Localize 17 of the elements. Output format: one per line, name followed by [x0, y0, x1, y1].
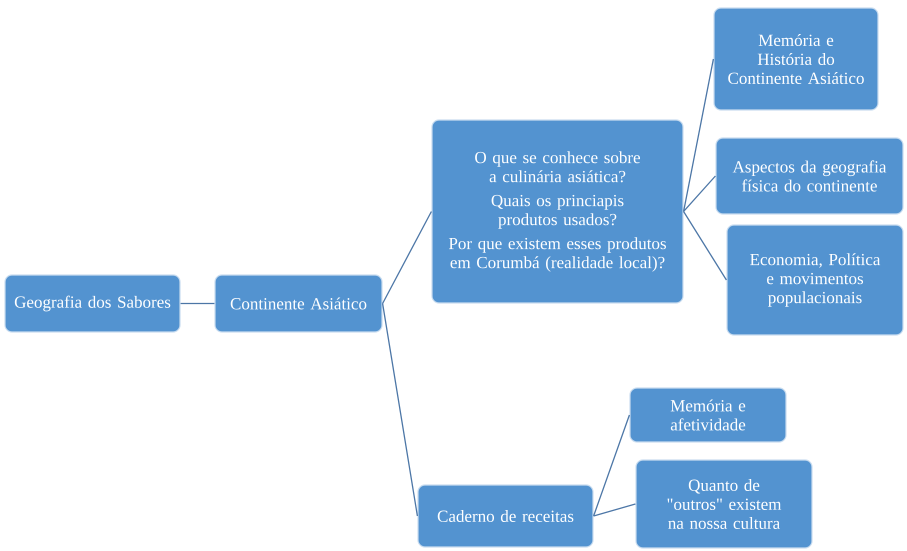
connector-line [683, 211, 727, 280]
leaf-box: Quanto de "outros" existem na nossa cultura [635, 459, 813, 549]
leaf-box: Aspectos da geografia física do continente [715, 137, 904, 215]
question-box: O que se conhece sobre a culinária asiática? Quais os princiapis produtos usados? Por que existem esses produtos em Corumbá (realidade local)? [431, 119, 684, 304]
leaf-box: Memória e História do Continente Asiático [713, 7, 879, 111]
leaf-box: Economia, Política e movimentos populacionais [726, 224, 904, 336]
connector-line [180, 302, 214, 304]
connector-line [683, 176, 716, 212]
connector-line [682, 58, 714, 212]
topic-box: Caderno de receitas [417, 484, 594, 548]
connector-line [382, 303, 418, 516]
connector-line [593, 503, 636, 517]
topic-box: Continente Asiático [214, 274, 383, 333]
leaf-box: Memória e afetividade [629, 387, 787, 443]
connector-line [593, 414, 630, 516]
connector-line [382, 211, 432, 304]
root-box: Geografia dos Sabores [4, 274, 181, 333]
